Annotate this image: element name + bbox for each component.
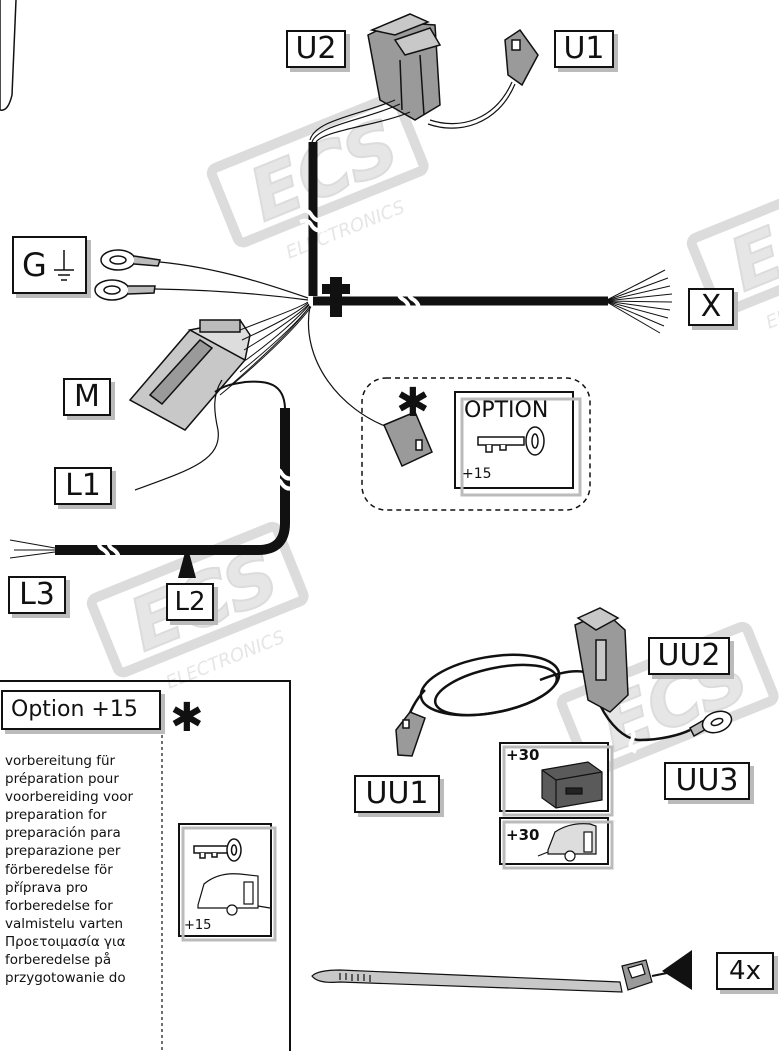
option-voltage-label: +15 (462, 466, 492, 482)
ground-wires (154, 261, 309, 301)
key-icon (477, 426, 545, 456)
uu3-ring-terminal (689, 710, 733, 738)
l1-label: L1 (54, 467, 112, 505)
option-legend-frame (0, 680, 291, 1051)
option-legend-language-list: vorbereitung für préparation pour voorbe… (5, 752, 165, 987)
caravan-icon (537, 823, 597, 862)
top-wires (309, 81, 516, 143)
option-legend-title: Option +15 (1, 690, 161, 730)
uu1-connector (395, 711, 426, 757)
language-line: příprava pro (5, 879, 88, 896)
language-line: vorbereitung für (5, 753, 116, 769)
option-wire (308, 305, 391, 429)
language-line: förberedelse för (5, 861, 113, 878)
x-label: X (688, 288, 734, 326)
m-connector (128, 319, 251, 431)
break-mark (269, 466, 298, 491)
break-mark (396, 287, 421, 316)
break-mark (627, 726, 637, 754)
language-line: Προετοιμασία για (5, 933, 126, 950)
uu2-connector (574, 607, 629, 713)
option-dashed-region (361, 377, 591, 511)
option-star: ✱ (396, 380, 430, 426)
l2-pointer (178, 545, 196, 578)
l2-cable-to-bundle (214, 380, 286, 409)
language-line: przygotowanie do (5, 970, 126, 987)
g-label: G (12, 236, 87, 294)
uu3-label: UU3 (664, 762, 750, 800)
cable-tie (311, 959, 683, 993)
language-line: préparation pour (5, 771, 119, 788)
l3-wire-ends (9, 539, 56, 559)
l2-label: L2 (166, 583, 214, 621)
ground-ring-terminals (94, 249, 161, 301)
u1-connector (504, 28, 539, 87)
uu2-label: UU2 (648, 637, 730, 675)
language-line: preparation for (5, 807, 107, 824)
l3-l2-cable (55, 408, 290, 555)
option-label: OPTION (464, 398, 549, 423)
u1-label: U1 (554, 30, 614, 68)
language-line: voorbereiding voor (5, 789, 134, 806)
tie-count-label: 4x (716, 952, 774, 990)
u2-label: U2 (286, 30, 346, 68)
g-label-text: G (22, 246, 47, 284)
u2-connector (367, 13, 442, 121)
language-line: preparación para (5, 825, 121, 842)
caravan-icon (197, 873, 271, 916)
language-line: forberedelse på (5, 952, 112, 969)
tie-count-pointer (662, 950, 692, 990)
l3-label: L3 (8, 576, 66, 614)
key-icon (193, 838, 242, 862)
language-line: forberedelse for (5, 897, 113, 914)
grommet (322, 277, 350, 317)
ground-symbol-icon (54, 250, 74, 281)
language-line: preparazione per (5, 843, 121, 860)
x-wire-ends (604, 269, 673, 334)
partial-object-outline (0, 0, 17, 111)
break-mark (299, 208, 328, 233)
option-legend-voltage: +15 (184, 918, 212, 933)
battery-voltage-label: +30 (506, 746, 540, 764)
option-legend-star: ✱ (170, 695, 204, 741)
battery-icon (541, 761, 603, 809)
caravan-voltage-label: +30 (506, 826, 540, 844)
option-plug (383, 411, 433, 468)
break-mark (96, 537, 121, 566)
l1-wire (134, 379, 223, 491)
uu1-label: UU1 (354, 775, 440, 813)
language-line: valmistelu varten (5, 915, 124, 932)
m-label: M (63, 378, 111, 416)
